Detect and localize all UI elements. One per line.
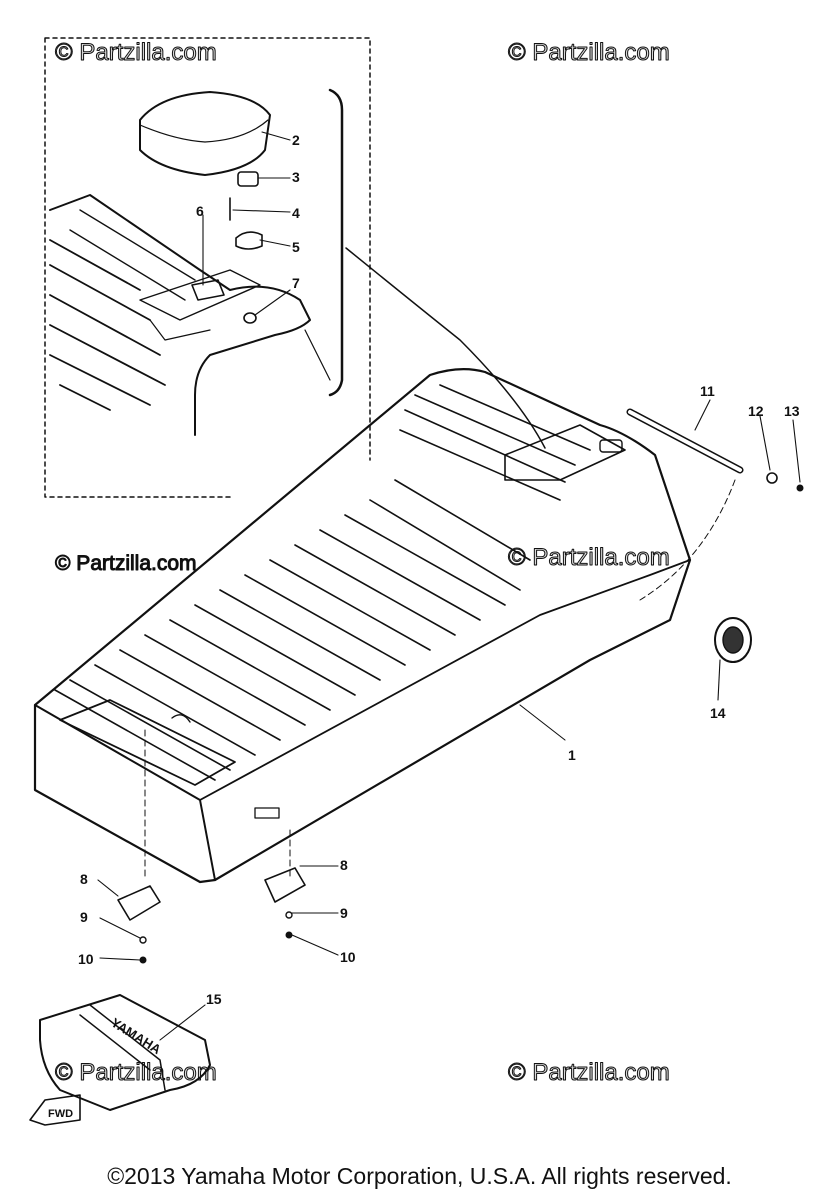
callout-7: 7: [292, 275, 300, 291]
lock-catch-part: [191, 279, 225, 301]
callout-10-right: 10: [340, 949, 356, 965]
callout-13: 13: [784, 403, 800, 419]
callout-6: 6: [196, 203, 204, 219]
watermark-mid-left: © Partzilla.com: [55, 552, 197, 575]
cover-brand-label: YAMAHA: [108, 1015, 164, 1058]
seat-assembly: [33, 368, 692, 884]
detail-inset: [44, 37, 546, 498]
callout-numbers: 1 2 3 4 5 6 7 8 8 9 9 10 10 11 12 13 14 …: [78, 132, 800, 1007]
callout-2: 2: [292, 132, 300, 148]
callout-9-left: 9: [80, 909, 88, 925]
cotter-pin-part: [796, 484, 804, 492]
callout-1: 1: [568, 747, 576, 763]
callout-8-left: 8: [80, 871, 88, 887]
hinge-parts: [97, 729, 339, 964]
lock-plate-part: [235, 231, 263, 250]
callout-4: 4: [292, 205, 300, 221]
bumper-part: [243, 312, 257, 324]
mounting-rod-parts: [626, 399, 804, 701]
watermark-top-left: © Partzilla.com: [55, 39, 217, 66]
copyright-notice: ©2013 Yamaha Motor Corporation, U.S.A. A…: [107, 1163, 732, 1189]
watermark-top-right: © Partzilla.com: [508, 39, 670, 66]
callout-3: 3: [292, 169, 300, 185]
watermark-mid-center: © Partzilla.com: [508, 544, 670, 571]
callout-9-right: 9: [340, 905, 348, 921]
watermark-bottom-left: © Partzilla.com: [55, 1059, 217, 1086]
callout-15: 15: [206, 991, 222, 1007]
callout-8-right: 8: [340, 857, 348, 873]
washer-part: [766, 472, 778, 484]
lock-cylinder-part: [237, 171, 259, 187]
callout-11: 11: [700, 383, 715, 399]
callout-5: 5: [292, 239, 300, 255]
callout-14: 14: [710, 705, 726, 721]
forward-arrow-label: FWD: [48, 1108, 73, 1120]
callout-12: 12: [748, 403, 764, 419]
callout-10-left: 10: [78, 951, 94, 967]
watermark-bottom-right: © Partzilla.com: [508, 1059, 670, 1086]
